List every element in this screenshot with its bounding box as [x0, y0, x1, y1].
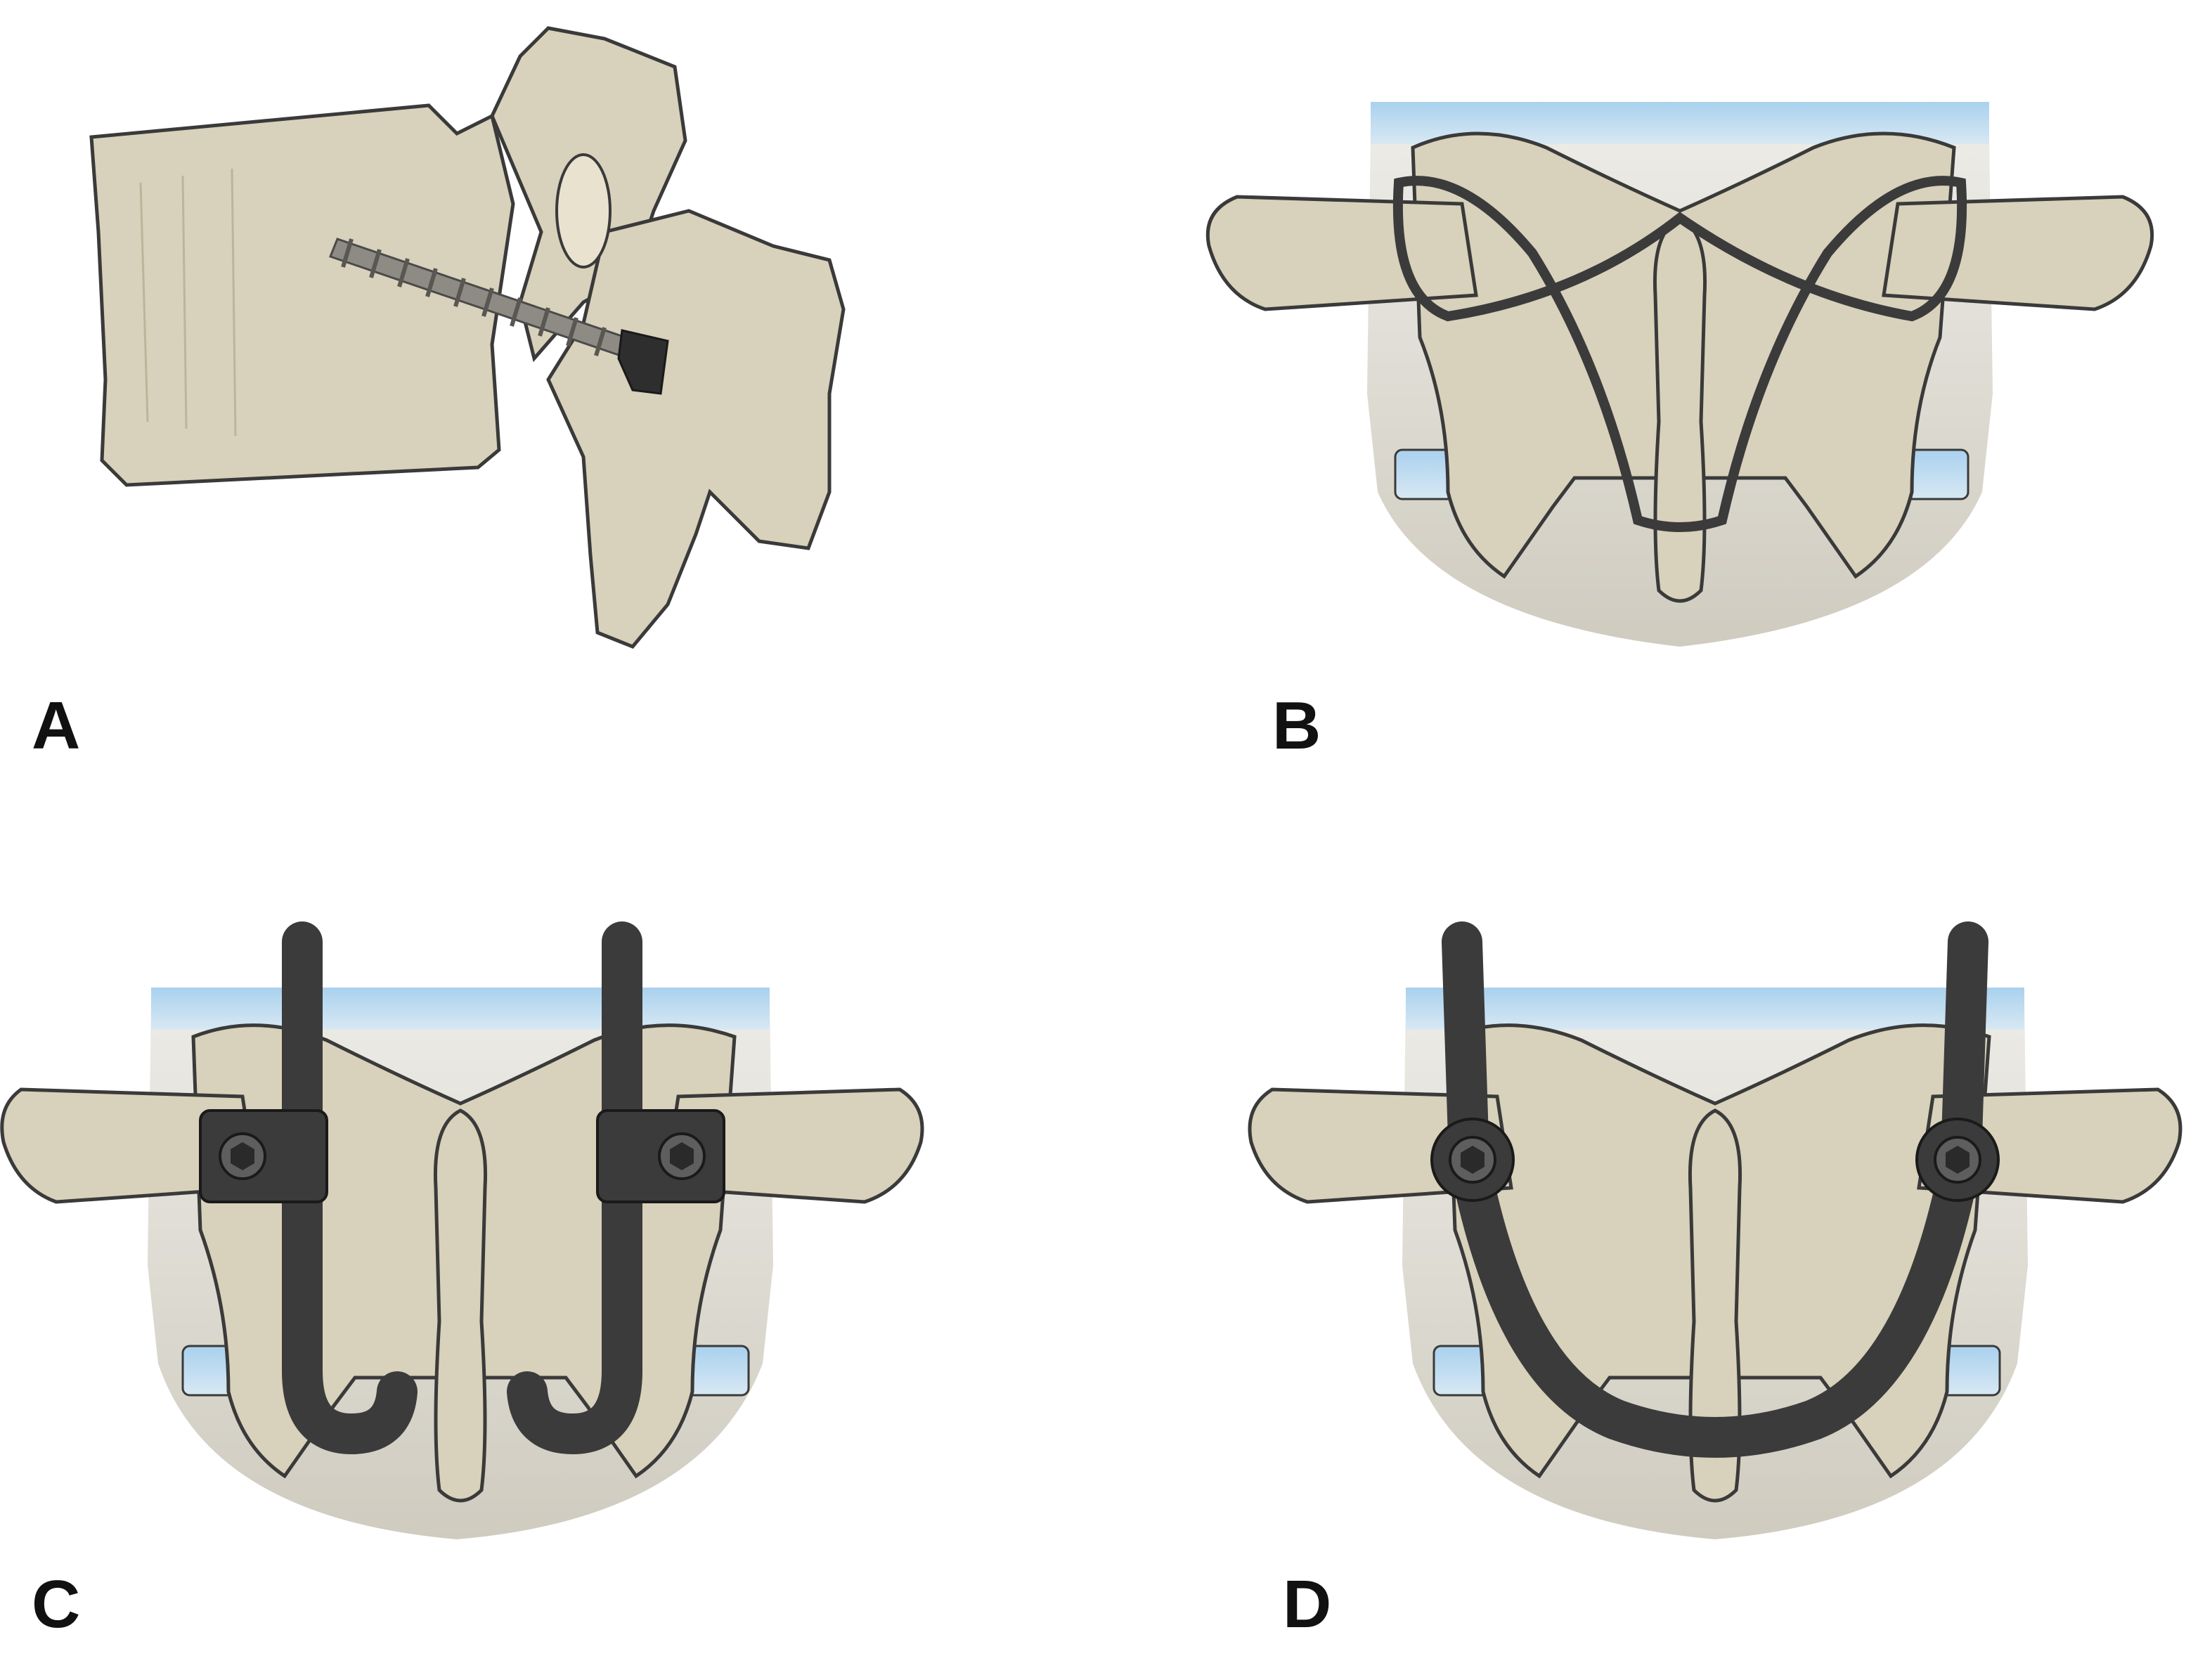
posterior-vertebra-d-icon: [1248, 921, 2182, 1539]
posterior-vertebra-b-icon: [1205, 102, 2154, 647]
hook-clamp-left-icon: [199, 1109, 328, 1203]
panel-label-d: D: [1283, 1567, 1331, 1642]
transverse-process-left: [0, 1087, 259, 1204]
panel-label-a: A: [32, 688, 80, 763]
upper-disc: [151, 988, 770, 1030]
figure-eight-wire: [1392, 176, 1967, 532]
posterior-elements: [546, 209, 846, 649]
hook-rod-left: [282, 921, 418, 1455]
pedicle-opening: [555, 153, 612, 268]
panel-a: A: [32, 26, 846, 763]
spinous-process: [1688, 1108, 1742, 1503]
panel-label-c: C: [32, 1567, 80, 1642]
vertebral-body: [89, 103, 515, 487]
panel-d: D: [1248, 921, 2182, 1642]
posterior-vertebra-c-icon: [0, 921, 924, 1539]
spinous-process: [1652, 216, 1707, 603]
transverse-process-right: [662, 1087, 924, 1204]
transverse-process-left: [1205, 195, 1478, 311]
pedicle-screw-right-icon: [1915, 1118, 2000, 1202]
panel-label-b: B: [1272, 688, 1321, 763]
panel-c: C: [0, 921, 924, 1642]
transverse-process-right: [1882, 195, 2154, 311]
hook-rod-right: [507, 921, 642, 1455]
upper-disc: [1406, 988, 2024, 1030]
lateral-vertebra-icon: [89, 26, 846, 649]
translaminar-screw-icon: [329, 238, 669, 395]
u-rod: [1442, 921, 1988, 1458]
pedicle-screw-left-icon: [1430, 1118, 1515, 1202]
panel-b: B: [1205, 102, 2154, 763]
hook-clamp-right-icon: [596, 1109, 725, 1203]
spinous-process: [433, 1108, 488, 1503]
